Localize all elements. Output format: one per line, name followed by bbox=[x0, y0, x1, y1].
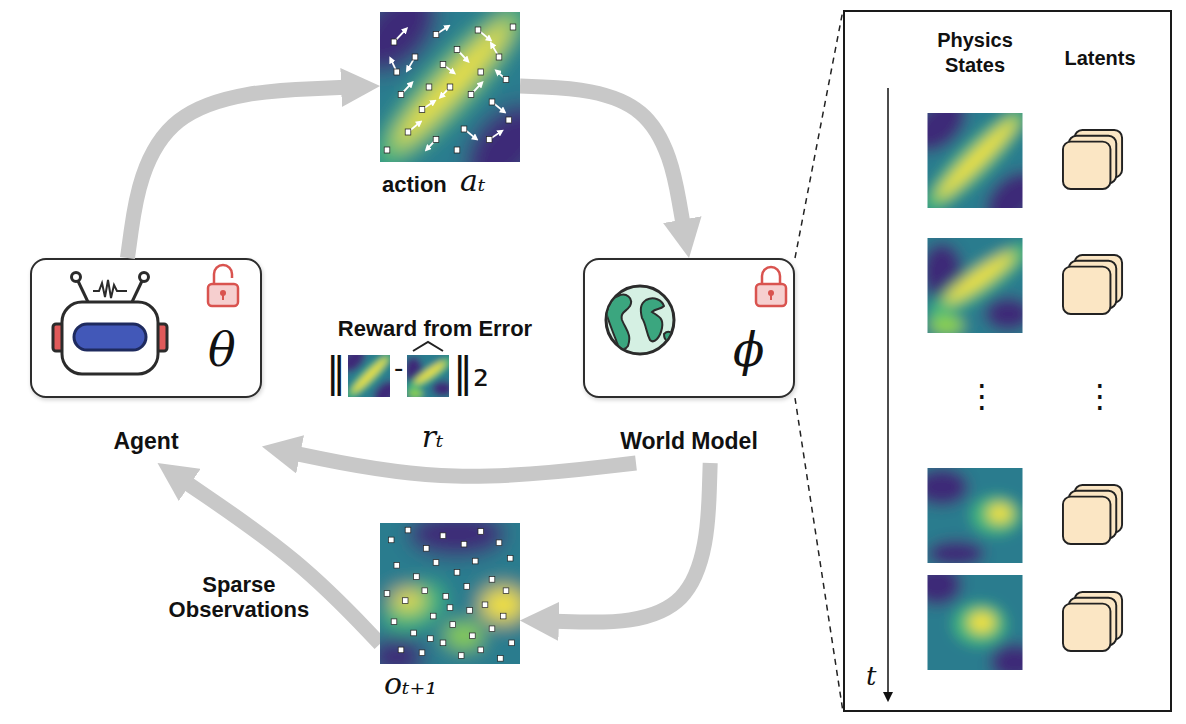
math-symbol: oₜ₊₁ bbox=[384, 667, 484, 702]
observation-field bbox=[352, 495, 548, 692]
flow-arrow bbox=[187, 483, 380, 644]
norm-bar: ‖₂ bbox=[453, 349, 489, 395]
hat-accent bbox=[413, 342, 443, 351]
time-axis-arrow bbox=[887, 88, 889, 700]
minus-sign: - bbox=[394, 354, 403, 384]
math-symbol: aₜ bbox=[460, 164, 515, 199]
observation-image: oₜ₊₁ bbox=[380, 523, 520, 718]
time-label: t bbox=[866, 662, 876, 692]
parameter-symbol: ϕ bbox=[733, 324, 793, 377]
predicted-field-thumbnail bbox=[399, 347, 458, 406]
zoom-leader bbox=[795, 10, 843, 712]
velocity-arrows bbox=[391, 27, 506, 149]
ellipsis: ⋮ bbox=[966, 378, 998, 415]
parameter-symbol: θ bbox=[208, 324, 268, 377]
action-field bbox=[341, 0, 561, 206]
flow-arrow bbox=[296, 454, 636, 477]
edge-label: Sparse Observations bbox=[164, 571, 314, 622]
image-label: action bbox=[382, 172, 460, 197]
box-label: Agent bbox=[30, 428, 262, 454]
column-heading: Physics States bbox=[910, 28, 1040, 78]
column-heading: Latents bbox=[1050, 46, 1150, 71]
rollout-panel: Physics States Latents bbox=[843, 10, 1172, 712]
flow-arrow bbox=[520, 86, 683, 224]
flow-arrow bbox=[127, 87, 345, 258]
agent-box: θAgent bbox=[30, 258, 262, 463]
ellipsis: ⋮ bbox=[1084, 378, 1116, 415]
globe-icon bbox=[606, 286, 674, 354]
latent-stacks bbox=[1063, 130, 1122, 651]
reward-heading: Reward from Error bbox=[300, 316, 570, 341]
robot-icon bbox=[53, 273, 167, 375]
world-model-box: ϕWorld Model bbox=[583, 258, 795, 463]
action-image: actionaₜ bbox=[380, 10, 520, 200]
sensor-markers bbox=[384, 527, 514, 661]
locked-padlock bbox=[756, 267, 786, 306]
unlocked-padlock bbox=[208, 265, 238, 306]
sensor-markers bbox=[384, 24, 516, 153]
flow-arrow bbox=[555, 463, 710, 622]
true-field-thumbnail bbox=[336, 343, 402, 409]
norm-bar: ‖ bbox=[326, 349, 346, 395]
edge-label: rₜ bbox=[422, 420, 444, 455]
box-label: World Model bbox=[583, 428, 795, 454]
physics-state-fields bbox=[901, 87, 1050, 689]
